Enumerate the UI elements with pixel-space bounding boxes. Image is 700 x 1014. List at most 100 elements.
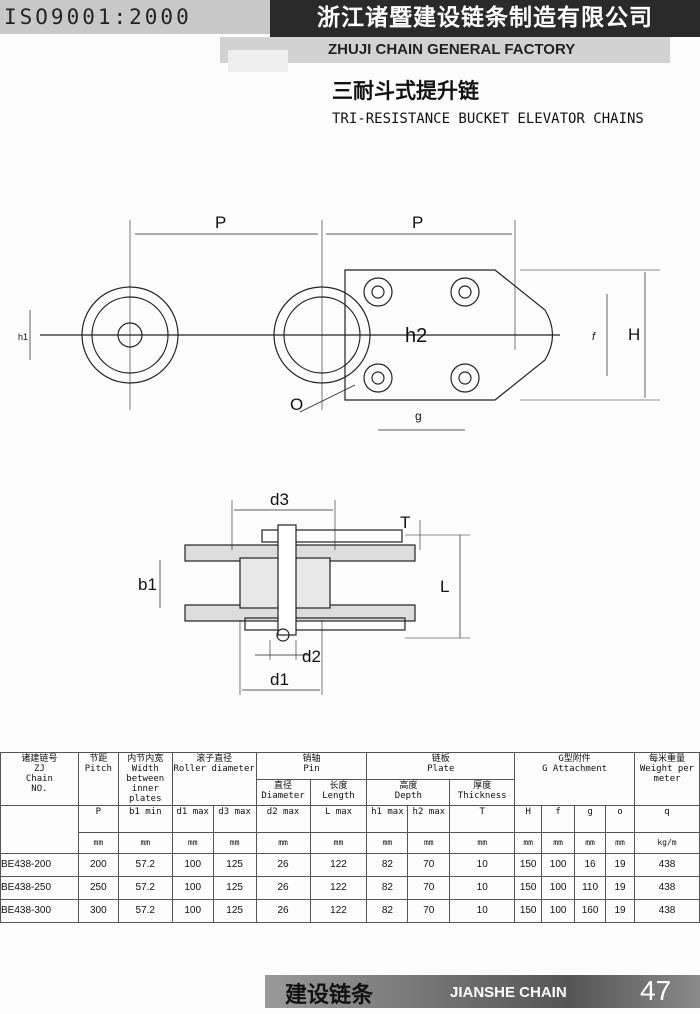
symbol-cell: T — [449, 805, 516, 833]
value-cell: 26 — [255, 876, 311, 900]
label-g: g — [415, 409, 422, 423]
value-cell: 200 — [77, 853, 119, 877]
chain-number-cell: BE438-200 — [0, 853, 79, 877]
chain-number-cell: BE438-300 — [0, 899, 79, 923]
unit-cell: mm — [366, 832, 409, 854]
label-d2: d2 — [302, 647, 321, 666]
unit-cell: mm — [212, 832, 257, 854]
unit-cell: mm — [449, 832, 516, 854]
value-cell: 160 — [574, 899, 607, 923]
symbol-cell: P — [77, 805, 119, 833]
value-cell: 70 — [407, 853, 451, 877]
label-f: f — [592, 331, 596, 343]
value-cell: 82 — [366, 876, 409, 900]
chain-number-cell: BE438-250 — [0, 876, 79, 900]
value-cell: 57.2 — [117, 876, 173, 900]
chain-cross-section-diagram: d3 T b1 L d2 d1 — [138, 490, 470, 695]
unit-cell: mm — [77, 832, 119, 854]
symbol-cell: d1 max — [171, 805, 214, 833]
label-L: L — [440, 577, 449, 596]
product-title-en: TRI-RESISTANCE BUCKET ELEVATOR CHAINS — [332, 111, 644, 127]
symbol-cell: f — [541, 805, 576, 833]
value-cell: 10 — [449, 876, 516, 900]
label-pitch-1: P — [215, 213, 226, 232]
value-cell: 100 — [171, 853, 214, 877]
value-cell: 150 — [514, 899, 543, 923]
unit-cell: mm — [407, 832, 451, 854]
company-name-cn: 浙江诸暨建设链条制造有限公司 — [270, 0, 700, 37]
symbol-cell: o — [605, 805, 635, 833]
company-name-en: ZHUJI CHAIN GENERAL FACTORY — [220, 37, 670, 63]
header-chain-blank — [0, 805, 79, 854]
value-cell: 10 — [449, 899, 516, 923]
iso-certification: ISO9001:2000 — [0, 0, 270, 34]
symbol-cell: H — [514, 805, 543, 833]
unit-cell: mm — [117, 832, 173, 854]
symbol-cell: b1 min — [117, 805, 173, 833]
symbol-cell: g — [574, 805, 607, 833]
value-cell: 26 — [255, 853, 311, 877]
value-cell: 82 — [366, 853, 409, 877]
value-cell: 100 — [171, 876, 214, 900]
value-cell: 16 — [574, 853, 607, 877]
unit-cell: mm — [541, 832, 576, 854]
value-cell: 125 — [212, 899, 257, 923]
footer-brand-cn: 建设链条 — [285, 983, 374, 1008]
symbol-cell: d2 max — [255, 805, 311, 833]
unit-cell: mm — [605, 832, 635, 854]
value-cell: 57.2 — [117, 899, 173, 923]
value-cell: 19 — [605, 876, 635, 900]
chain-side-view-diagram: P P h1 h2 f H O g — [18, 213, 660, 431]
label-o: O — [290, 395, 303, 414]
value-cell: 300 — [77, 899, 119, 923]
value-cell: 100 — [541, 899, 576, 923]
decorative-block — [228, 50, 288, 72]
product-title-cn: 三耐斗式提升链 — [332, 79, 479, 103]
unit-cell: kg/m — [633, 832, 700, 854]
value-cell: 57.2 — [117, 853, 173, 877]
value-cell: 82 — [366, 899, 409, 923]
symbol-cell: h1 max — [366, 805, 409, 833]
symbol-cell: d3 max — [212, 805, 257, 833]
value-cell: 438 — [633, 876, 700, 900]
symbol-cell: L max — [309, 805, 368, 833]
value-cell: 70 — [407, 899, 451, 923]
value-cell: 125 — [212, 853, 257, 877]
unit-cell: mm — [309, 832, 368, 854]
value-cell: 70 — [407, 876, 451, 900]
value-cell: 26 — [255, 899, 311, 923]
label-h2: h2 — [405, 325, 427, 347]
unit-cell: mm — [574, 832, 607, 854]
unit-cell: mm — [514, 832, 543, 854]
value-cell: 110 — [574, 876, 607, 900]
value-cell: 10 — [449, 853, 516, 877]
symbol-cell: q — [633, 805, 700, 833]
unit-cell: mm — [171, 832, 214, 854]
symbol-cell: h2 max — [407, 805, 451, 833]
value-cell: 100 — [541, 853, 576, 877]
footer-brand-en: JIANSHE CHAIN — [450, 984, 567, 1001]
label-H: H — [628, 325, 640, 344]
label-pitch-2: P — [412, 213, 423, 232]
unit-cell: mm — [255, 832, 311, 854]
value-cell: 438 — [633, 853, 700, 877]
value-cell: 100 — [171, 899, 214, 923]
value-cell: 150 — [514, 876, 543, 900]
value-cell: 19 — [605, 899, 635, 923]
label-h1: h1 — [18, 332, 28, 342]
value-cell: 122 — [309, 853, 368, 877]
